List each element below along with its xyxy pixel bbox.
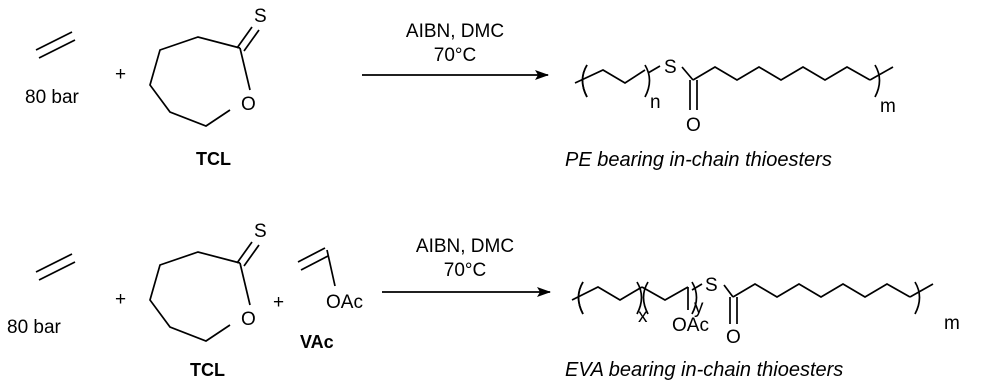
ethylene-double-bond-b-2 (38, 261, 76, 281)
subscript-y: y (694, 297, 704, 318)
tcl-structure-2 (149, 241, 260, 342)
pe-product-caption: PE bearing in-chain thioesters (565, 149, 832, 171)
eva-ethylene-segment (571, 286, 643, 301)
conditions-temperature-1: 70°C (434, 45, 476, 66)
tcl-thione-bond-b (243, 29, 260, 52)
tcl-oxygen-atom: O (241, 94, 256, 115)
eva-vinyl-segment (641, 286, 689, 301)
pe-sulfur-atom: S (664, 57, 677, 78)
right-bracket-y (691, 281, 698, 315)
eva-product-caption: EVA bearing in-chain thioesters (565, 359, 843, 381)
conditions-reagents-2: AIBN, DMC (416, 236, 514, 257)
tcl-label-1: TCL (196, 149, 231, 169)
plus-sign-2a: + (115, 289, 126, 310)
eva-sulfur-link (691, 283, 703, 291)
eva-chain-end (909, 283, 934, 298)
eva-acetate-group: OAc (672, 315, 709, 336)
pe-product-structure (574, 64, 894, 110)
thioester-bond (681, 66, 694, 81)
right-bracket-n (644, 64, 651, 98)
eva-product-structure (571, 281, 934, 324)
right-bracket-m (874, 64, 881, 98)
pe-carbonyl-oxygen: O (686, 115, 701, 136)
tcl-label-2: TCL (190, 360, 225, 380)
tcl-ring-bonds-2 (149, 251, 241, 342)
subscript-m-1: m (880, 96, 896, 117)
subscript-n: n (650, 92, 661, 113)
tcl-thione-bond-a-2 (236, 241, 253, 264)
eva-sulfur-atom: S (705, 275, 718, 296)
tcl-sulfur-atom-2: S (254, 221, 267, 242)
reaction-2: 80 bar + S O TCL + OAc VAc AIBN, DMC 70°… (7, 221, 960, 381)
conditions-reagents-1: AIBN, DMC (406, 21, 504, 42)
tcl-ring-bonds (149, 36, 241, 127)
conditions-temperature-2: 70°C (444, 260, 486, 281)
vac-acetate-group: OAc (326, 292, 363, 313)
ethylene-pressure-label-2: 80 bar (7, 317, 62, 338)
tcl-sulfur-atom: S (254, 6, 267, 27)
vac-label: VAc (300, 332, 334, 352)
pe-chain-segment-m (692, 66, 871, 81)
tcl-ring-bond-o-c (239, 47, 251, 91)
ethylene-structure-2 (35, 253, 76, 281)
left-bracket-y (642, 281, 649, 315)
plus-sign-1a: + (115, 64, 126, 85)
sulfur-link-bond (647, 65, 661, 74)
right-bracket-x (636, 281, 643, 315)
vac-double-bond-b (300, 255, 329, 271)
left-bracket-m (581, 64, 588, 98)
ethylene-double-bond-a-2 (35, 253, 73, 273)
pe-chain-segment-n (574, 69, 646, 84)
vinyl-acetate-structure (297, 247, 336, 287)
vac-c-o-bond (326, 249, 336, 287)
tcl-oxygen-atom-2: O (241, 309, 256, 330)
ethylene-pressure-label-1: 80 bar (25, 87, 80, 108)
tcl-structure-1 (149, 26, 260, 127)
subscript-x: x (638, 306, 648, 327)
pe-chain-end (869, 66, 894, 81)
tcl-ring-bond-o-c-2 (239, 262, 251, 306)
subscript-m-2: m (944, 313, 960, 334)
eva-chain-segment-m (732, 283, 911, 298)
tcl-thione-bond-b-2 (243, 244, 260, 267)
left-bracket-m-2 (577, 281, 584, 315)
eva-thioester-bond (723, 284, 734, 298)
right-bracket-m-2 (914, 281, 921, 315)
eva-carbonyl-oxygen: O (726, 327, 741, 348)
plus-sign-2b: + (273, 292, 284, 313)
reaction-1: 80 bar + S O TCL AIBN, DMC 70°C (25, 6, 896, 171)
ethylene-structure-1 (35, 31, 76, 59)
vac-double-bond-a (297, 247, 326, 263)
ethylene-double-bond-a (35, 31, 73, 51)
tcl-thione-bond-a (236, 26, 253, 49)
ethylene-double-bond-b (38, 39, 76, 59)
